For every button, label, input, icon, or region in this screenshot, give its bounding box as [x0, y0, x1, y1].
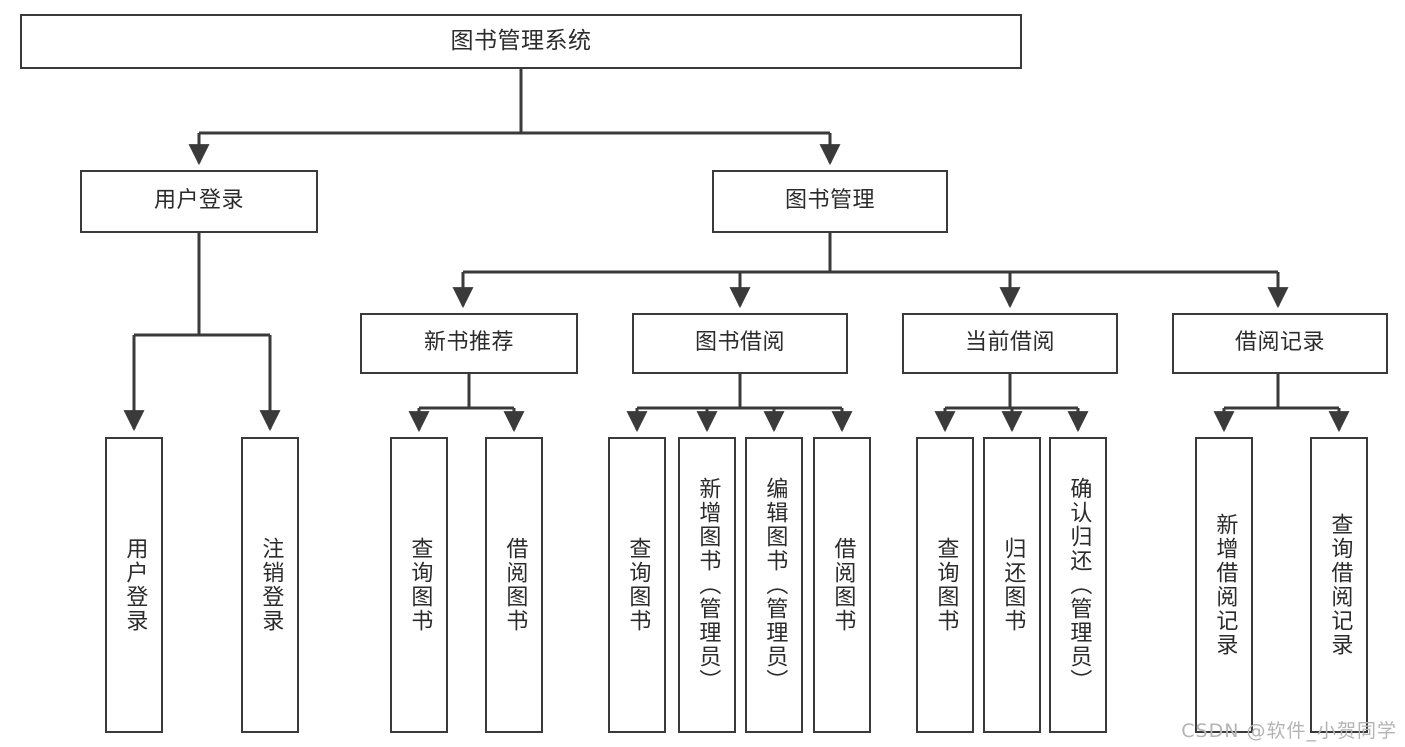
node-level3-2[interactable]: 当前借阅 — [902, 313, 1118, 374]
watermark-label: CSDN @软件_小贺同学 — [1181, 720, 1397, 742]
node-leaf-2[interactable]: 查询图书 — [390, 437, 448, 733]
node-leaf-1[interactable]: 注销登录 — [241, 437, 299, 733]
node-label: 借阅图书 — [502, 537, 528, 633]
node-level3-3[interactable]: 借阅记录 — [1172, 313, 1388, 374]
node-label: 确认归还（管理员） — [1066, 477, 1092, 693]
node-leaf-5[interactable]: 新增图书（管理员） — [678, 437, 736, 733]
node-leaf-11[interactable]: 新增借阅记录 — [1195, 437, 1253, 733]
node-label: 新增借阅记录 — [1212, 513, 1238, 657]
node-leaf-6[interactable]: 编辑图书（管理员） — [745, 437, 803, 733]
node-level2-0[interactable]: 用户登录 — [80, 170, 318, 233]
node-label: 新增图书（管理员） — [695, 477, 721, 693]
node-label: 编辑图书（管理员） — [762, 477, 788, 693]
node-leaf-7[interactable]: 借阅图书 — [813, 437, 871, 733]
node-label: 查询借阅记录 — [1327, 513, 1353, 657]
node-leaf-8[interactable]: 查询图书 — [916, 437, 974, 733]
node-label: 查询图书 — [407, 537, 433, 633]
node-leaf-4[interactable]: 查询图书 — [608, 437, 666, 733]
node-leaf-9[interactable]: 归还图书 — [983, 437, 1041, 733]
node-leaf-12[interactable]: 查询借阅记录 — [1310, 437, 1368, 733]
node-leaf-10[interactable]: 确认归还（管理员） — [1049, 437, 1107, 733]
node-level3-0[interactable]: 新书推荐 — [360, 313, 578, 374]
node-label: 用户登录 — [122, 537, 148, 633]
node-label: 借阅图书 — [830, 537, 856, 633]
node-label: 注销登录 — [258, 537, 284, 633]
node-label: 查询图书 — [933, 537, 959, 633]
node-label: 归还图书 — [1000, 537, 1026, 633]
node-level3-1[interactable]: 图书借阅 — [632, 313, 848, 374]
node-leaf-0[interactable]: 用户登录 — [105, 437, 163, 733]
node-root[interactable]: 图书管理系统 — [20, 14, 1022, 69]
node-leaf-3[interactable]: 借阅图书 — [485, 437, 543, 733]
node-level2-1[interactable]: 图书管理 — [712, 170, 948, 233]
node-label: 查询图书 — [625, 537, 651, 633]
